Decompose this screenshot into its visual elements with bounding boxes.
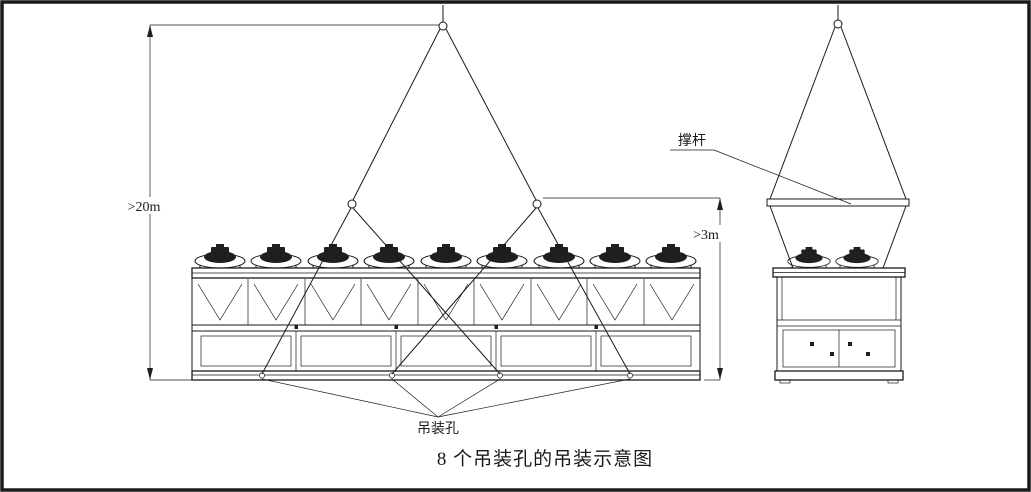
- fan: [835, 246, 879, 269]
- fan: [420, 243, 472, 270]
- lifting-hole: [497, 372, 503, 379]
- front-view-unit: [191, 243, 701, 381]
- dim-label-20m: >20m: [128, 200, 161, 215]
- lower-panels: [191, 330, 701, 372]
- foot: [779, 379, 791, 384]
- fan: [250, 243, 302, 270]
- fan: [194, 243, 246, 270]
- dimension-sling-height: >3m: [543, 197, 724, 381]
- crane-hook-point: [438, 21, 448, 31]
- lifting-hole: [627, 372, 633, 379]
- base-rail: [191, 370, 701, 381]
- fan-row-side: [787, 246, 879, 269]
- fan: [787, 246, 831, 269]
- lifting-holes: [259, 372, 633, 379]
- base-rail-side: [774, 370, 904, 381]
- fan: [363, 243, 415, 270]
- fan: [533, 243, 585, 270]
- fan: [645, 243, 697, 270]
- mid-rail: [191, 324, 701, 332]
- lifting-hole: [389, 372, 395, 379]
- side-view-unit: [772, 246, 906, 384]
- fan-row: [194, 243, 697, 270]
- spreader-bar: [766, 198, 910, 207]
- sling-ring: [532, 199, 542, 209]
- fan: [589, 243, 641, 270]
- lifting-holes-callout: 吊装孔: [261, 378, 631, 437]
- coil-section: [191, 277, 701, 326]
- dim-label-3m: >3m: [693, 228, 719, 243]
- side-rigging: [766, 5, 910, 269]
- lifting-holes-label: 吊装孔: [417, 421, 459, 437]
- diagram-title: 8 个吊装孔的吊装示意图: [437, 448, 653, 470]
- spreader-bar-label: 撑杆: [678, 133, 706, 149]
- lifting-hole: [259, 372, 265, 379]
- spreader-bar-callout: 撑杆: [670, 133, 852, 205]
- fan: [307, 243, 359, 270]
- foot: [887, 379, 899, 384]
- crane-hook-point: [833, 19, 843, 29]
- sling-ring: [347, 199, 357, 209]
- dimension-overall-height: >20m: [121, 24, 439, 381]
- front-rigging: [261, 5, 631, 375]
